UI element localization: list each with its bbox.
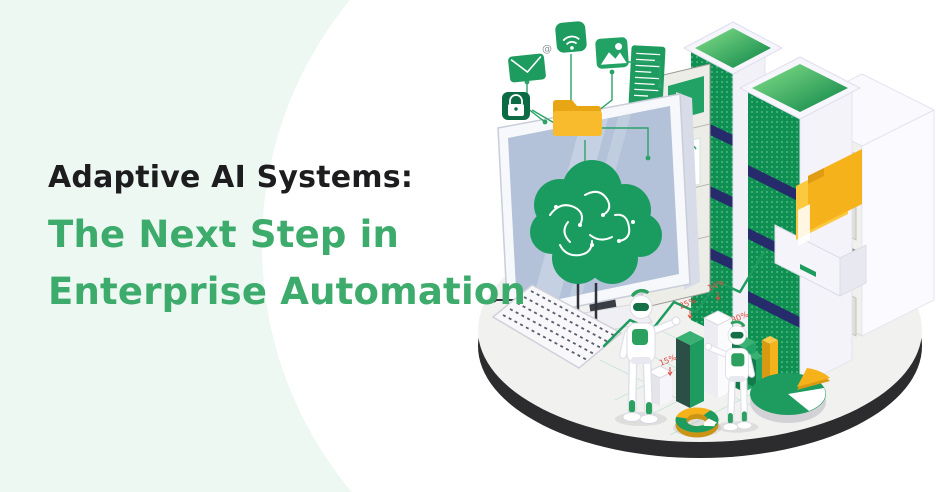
headline-block: Adaptive AI Systems: The Next Step in En… (48, 160, 526, 313)
donut-chart (673, 407, 721, 438)
icon-network: @ (502, 21, 663, 191)
drawer-folders (774, 149, 867, 297)
pie-chart (750, 368, 830, 423)
folder-icon (553, 100, 602, 136)
image-icon (595, 37, 629, 69)
keyboard (491, 284, 623, 369)
email-icon (508, 53, 546, 83)
at-sign-icon: @ (542, 44, 552, 55)
headline-green-1: The Next Step in (48, 213, 400, 256)
brain-icon (530, 160, 662, 322)
headline-dark: Adaptive AI Systems: (48, 160, 414, 195)
wifi-icon (555, 21, 587, 53)
rack-document-card (628, 45, 666, 109)
lock-icon (502, 92, 530, 120)
headline-green-2: Enterprise Automation (48, 270, 526, 313)
